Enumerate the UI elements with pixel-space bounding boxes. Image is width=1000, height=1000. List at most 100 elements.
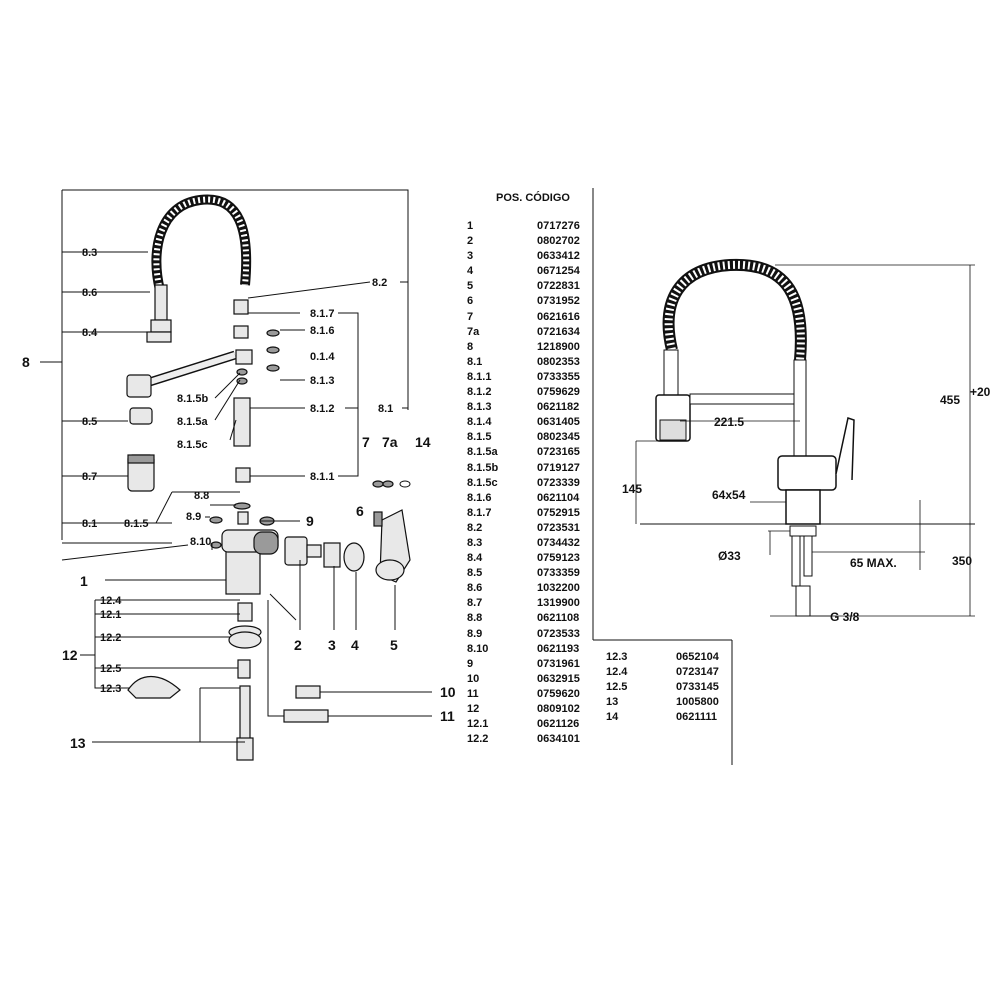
dim-diameter-33: Ø33 bbox=[718, 549, 741, 563]
part-code: 1032200 bbox=[537, 582, 580, 595]
part-position: 11 bbox=[467, 687, 479, 700]
part-code: 0759123 bbox=[537, 552, 580, 565]
table-row: 8.6 1032200 bbox=[467, 581, 607, 596]
part-position: 8.7 bbox=[467, 597, 483, 610]
callout-12: 12 bbox=[62, 647, 78, 663]
part-code: 0717276 bbox=[537, 220, 580, 232]
table-row: 1 0717276 bbox=[467, 219, 607, 234]
part-code: 0632915 bbox=[537, 672, 580, 685]
part-position: 12.5 bbox=[606, 681, 628, 694]
callout-8-1-1: 8.1.1 bbox=[310, 471, 334, 483]
callout-12-4: 12.4 bbox=[100, 595, 122, 607]
table-row: 8.4 0759123 bbox=[467, 551, 607, 566]
part-code: 0723533 bbox=[537, 627, 580, 640]
part-code: 0631405 bbox=[537, 416, 580, 429]
callout-5: 5 bbox=[390, 637, 398, 653]
dim-221-5: 221.5 bbox=[714, 415, 744, 429]
dim-145: 145 bbox=[622, 482, 642, 496]
part-code: 0722831 bbox=[537, 280, 580, 293]
callout-8-1-2: 8.1.2 bbox=[310, 403, 334, 415]
table-row: 6 0731952 bbox=[467, 294, 607, 309]
part-position: 7 bbox=[467, 310, 474, 323]
table-row: 12.3 0652104 bbox=[606, 650, 746, 665]
part-position: 8.1.5c bbox=[467, 476, 498, 489]
table-row: 5 0722831 bbox=[467, 279, 607, 294]
part-position: 5 bbox=[467, 280, 474, 293]
part-position: 3 bbox=[467, 250, 474, 263]
part-position: 9 bbox=[467, 657, 474, 670]
part-position: 12.4 bbox=[606, 666, 628, 679]
callout-8: 8 bbox=[22, 354, 30, 370]
part-position: 6 bbox=[467, 295, 474, 308]
dim-350: 350 bbox=[952, 554, 972, 568]
part-position: 8.9 bbox=[467, 627, 483, 640]
part-position: 8.3 bbox=[467, 536, 483, 549]
part-code: 0621193 bbox=[537, 642, 580, 655]
part-code: 0723165 bbox=[537, 446, 580, 459]
part-code: 0671254 bbox=[537, 265, 580, 278]
spout-arm-icon bbox=[126, 350, 237, 492]
part-code: 0733145 bbox=[676, 681, 719, 694]
part-position: 8.5 bbox=[467, 567, 483, 580]
callout-8-8: 8.8 bbox=[194, 490, 209, 502]
part-position: 12.2 bbox=[467, 733, 489, 746]
part-position: 8.8 bbox=[467, 612, 483, 625]
part-code: 0734432 bbox=[537, 536, 580, 549]
part-position: 8.4 bbox=[467, 552, 483, 565]
part-code: 0621182 bbox=[537, 401, 580, 414]
callout-2: 2 bbox=[294, 637, 302, 653]
part-position: 1 bbox=[467, 220, 474, 232]
callout-1: 1 bbox=[80, 573, 88, 589]
callout-8-1-7: 8.1.7 bbox=[310, 308, 334, 320]
group-8-bracket bbox=[40, 189, 409, 540]
part-code: 0621616 bbox=[537, 310, 580, 323]
dim-plus-20: +20 bbox=[970, 385, 991, 399]
part-position: 8.1.5a bbox=[467, 446, 498, 459]
table-row: 9 0731961 bbox=[467, 657, 607, 672]
part-position: 8.1.2 bbox=[467, 386, 492, 399]
part-code: 0652104 bbox=[676, 651, 719, 663]
part-code: 0731961 bbox=[537, 657, 580, 670]
part-position: 12.3 bbox=[606, 651, 628, 663]
part-position: 8 bbox=[467, 340, 474, 353]
callout-13: 13 bbox=[70, 735, 86, 751]
callout-0-1-4: 0.1.4 bbox=[310, 351, 335, 363]
callout-10: 10 bbox=[440, 684, 456, 700]
part-code: 0759629 bbox=[537, 386, 580, 399]
dim-455: 455 bbox=[940, 393, 960, 407]
dim-64x54: 64x54 bbox=[712, 488, 746, 502]
table-row: 12.5 0733145 bbox=[606, 680, 746, 695]
dimension-labels: 455 +20 221.5 145 64x54 Ø33 65 MAX. 350 … bbox=[622, 385, 991, 624]
callout-9: 9 bbox=[306, 513, 314, 529]
callout-8-2: 8.2 bbox=[372, 277, 387, 289]
cartridge-parts-icon bbox=[284, 480, 411, 583]
part-code: 0721634 bbox=[537, 325, 580, 338]
part-position: 8.6 bbox=[467, 582, 483, 595]
callout-7a: 7a bbox=[382, 434, 398, 450]
part-code: 0809102 bbox=[537, 703, 580, 715]
part-code: 0731952 bbox=[537, 295, 580, 308]
table-row: 8.1.5a 0723165 bbox=[467, 445, 607, 460]
callout-7: 7 bbox=[362, 434, 370, 450]
part-position: 8.10 bbox=[467, 642, 489, 655]
part-code: 0723531 bbox=[537, 521, 580, 534]
